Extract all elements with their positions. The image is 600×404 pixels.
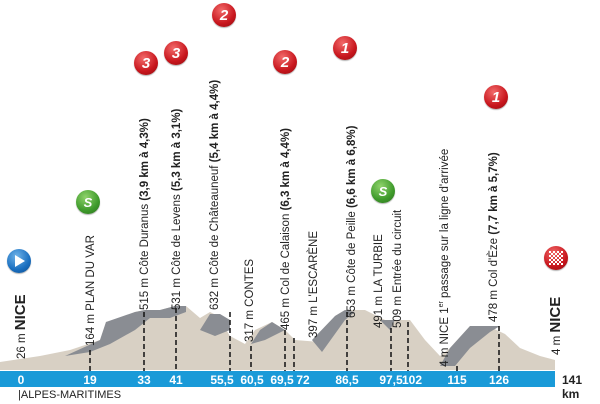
region-label: |ALPES-MARITIMES (18, 389, 122, 401)
label-entree: 509 m Entrée du circuit (392, 209, 404, 328)
x-tick: 69,5 (270, 373, 294, 387)
sprint-icon: S (371, 179, 395, 203)
climb-shade (65, 306, 186, 356)
climb-cat3-icon: 3 (134, 51, 158, 75)
climb-cat1-icon: 1 (333, 36, 357, 60)
finish-flag-icon (544, 246, 568, 270)
x-tick: 115 (447, 373, 467, 387)
x-tick: 60,5 (240, 373, 264, 387)
climb-cat1-icon: 1 (484, 85, 508, 109)
label-turbie: 491 m LA TURBIE (373, 234, 385, 328)
climb-cat2-icon: 2 (212, 3, 236, 27)
label-escarene: 397 m L'ESCARÈNE (308, 230, 320, 338)
label-duranus: 515 m Côte Duranus (3,9 km à 4,3%) (139, 118, 151, 310)
marker-lines (89, 308, 500, 371)
label-contes: 317 m CONTES (244, 258, 256, 342)
sprint-icon: S (76, 190, 100, 214)
label-nice-pass: 4 m NICE 1er passage sur la ligne d'arri… (438, 148, 451, 367)
label-plan-du-var: 164 m PLAN DU VAR (85, 235, 97, 346)
x-tick: 126 (488, 373, 510, 387)
label-eze: 478 m Col d'Èze (7,7 km à 5,7%) (488, 152, 500, 322)
climb-shade (312, 310, 355, 352)
climb-shade (200, 314, 230, 336)
x-tick: 19 (83, 373, 97, 387)
label-finish: 4 m NICE (547, 296, 564, 355)
x-tick: 86,5 (335, 373, 359, 387)
climb-shade (251, 322, 285, 344)
x-tick: 33 (137, 373, 151, 387)
distance-axis-bar (0, 371, 555, 387)
climb-cat3-icon: 3 (164, 41, 188, 65)
x-tick: 55,5 (210, 373, 234, 387)
label-levens: 531 m Côte de Levens (5,3 km à 3,1%) (171, 108, 183, 310)
x-tick: 72 (296, 373, 310, 387)
x-tick: 97,5 (379, 373, 403, 387)
label-start: 26 m NICE (12, 294, 29, 359)
x-tick: 102 (401, 373, 423, 387)
label-chateauneuf: 632 m Côte de Châteauneuf (5,4 km à 4,4%… (209, 79, 221, 310)
climb-shade (440, 326, 500, 366)
start-icon (7, 249, 31, 273)
label-peille: 653 m Côte de Peille (6,6 km à 6,8%) (346, 125, 358, 318)
climb-shade (380, 320, 395, 330)
total-distance: 141 km (562, 373, 583, 401)
label-calaison: 465 m Col de Calaison (6,3 km à 4,4%) (280, 127, 292, 330)
x-tick: 0 (17, 373, 25, 387)
climb-cat2-icon: 2 (273, 50, 297, 74)
x-tick: 41 (169, 373, 183, 387)
